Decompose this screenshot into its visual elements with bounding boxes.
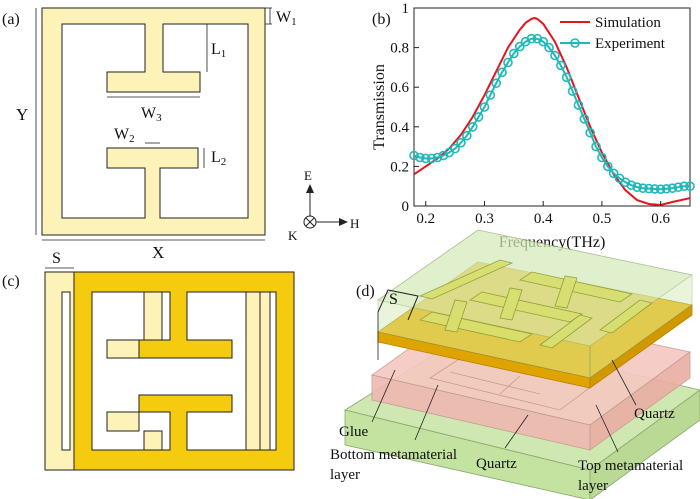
panel-a-label: (a) (2, 11, 20, 28)
data-point (462, 130, 472, 141)
data-point (415, 152, 425, 163)
y-tick-label: 0.6 (390, 80, 409, 96)
data-point (649, 184, 660, 194)
data-point (467, 122, 478, 132)
legend-label: Experiment (595, 36, 666, 52)
data-point (561, 72, 572, 83)
data-point (673, 182, 684, 192)
label-top-meta-1: Top metamaterial (578, 458, 683, 474)
data-point (585, 127, 595, 138)
data-point (591, 141, 601, 152)
panel-c: (c) S (2, 250, 295, 471)
series-line-1 (414, 37, 690, 191)
panel-a: (a) W1 L1 W3 W2 L2 Y X E H K (2, 7, 359, 262)
data-point (426, 153, 437, 164)
y-tick-label: 0.8 (390, 41, 409, 57)
series-line-0 (414, 16, 690, 206)
data-point (608, 168, 619, 179)
y-tick-label: 0.4 (390, 120, 409, 136)
data-point (479, 102, 490, 112)
dim-w1: W1 (276, 9, 297, 28)
panel-b: (b) 0.2 0.3 0.4 0.5 0.6 0 0.2 0.4 0.6 0.8 1 Transm… (371, 1, 695, 251)
data-point (567, 86, 578, 96)
data-point (432, 152, 443, 163)
x-tick-label: 0.2 (416, 211, 435, 227)
data-point (644, 183, 654, 194)
data-point (597, 152, 607, 163)
data-point (679, 181, 689, 191)
axis-h: H (350, 216, 359, 231)
data-point (514, 41, 525, 52)
panel-d: (d) (330, 229, 700, 499)
data-point (685, 181, 695, 191)
data-point (526, 33, 537, 44)
x-tick-label: 0.4 (534, 211, 553, 227)
data-point (450, 143, 460, 154)
data-point (485, 90, 496, 100)
plot-frame (413, 7, 691, 207)
data-point (538, 36, 548, 47)
dim-y: Y (16, 105, 28, 124)
data-point (661, 183, 672, 194)
label-glue: Glue (339, 424, 369, 440)
data-point (509, 48, 519, 59)
bottom-layer-cell (44, 271, 75, 471)
data-point (420, 153, 431, 164)
panel-c-label: (c) (2, 273, 20, 290)
data-point (632, 182, 642, 192)
data-point (503, 57, 513, 68)
data-point (497, 67, 507, 78)
data-point (626, 180, 637, 191)
data-point (544, 42, 554, 53)
field-axes-icon (303, 184, 348, 229)
label-quartz-top: Quartz (634, 406, 675, 422)
data-point (409, 150, 419, 161)
data-point (550, 50, 560, 61)
shift-s-label-c: S (52, 250, 61, 267)
panel-b-label: (b) (372, 11, 391, 28)
data-point (473, 112, 484, 122)
label-top-meta-2: layer (578, 478, 608, 494)
top-pattern (418, 259, 653, 349)
dim-l2: L2 (211, 149, 226, 168)
transmission-chart: 0.2 0.3 0.4 0.5 0.6 0 0.2 0.4 0.6 0.8 1 Transmissi… (371, 1, 695, 251)
dim-w2: W2 (114, 126, 135, 145)
data-point (456, 137, 466, 148)
y-axis-label: Transmission (371, 64, 388, 150)
data-point (579, 114, 590, 124)
y-tick-label: 0.2 (390, 159, 409, 175)
x-tick-label: 0.3 (475, 211, 494, 227)
label-quartz-bottom: Quartz (476, 456, 517, 472)
data-point (491, 78, 502, 89)
x-tick-label: 0.5 (593, 211, 612, 227)
dim-w3: W3 (141, 105, 162, 124)
axis-e: E (304, 168, 312, 183)
data-point (556, 60, 566, 71)
legend-label: Simulation (595, 15, 661, 31)
shift-s-label-d: S (389, 291, 398, 308)
data-point (667, 183, 678, 193)
dim-x: X (152, 243, 164, 262)
data-point (602, 161, 613, 172)
y-tick-label: 1 (402, 1, 410, 17)
unit-cell-metal (41, 7, 266, 236)
panel-d-label: (d) (356, 283, 375, 300)
data-point (573, 100, 584, 110)
x-tick-label: 0.6 (651, 211, 670, 227)
axis-k: K (288, 228, 298, 243)
label-bottom-meta-1: Bottom metamaterial (330, 447, 457, 463)
label-bottom-meta-2: layer (330, 467, 360, 483)
data-point (638, 183, 648, 193)
data-point (655, 184, 666, 194)
dim-l1: L1 (211, 41, 226, 60)
y-tick-label: 0 (402, 199, 410, 215)
